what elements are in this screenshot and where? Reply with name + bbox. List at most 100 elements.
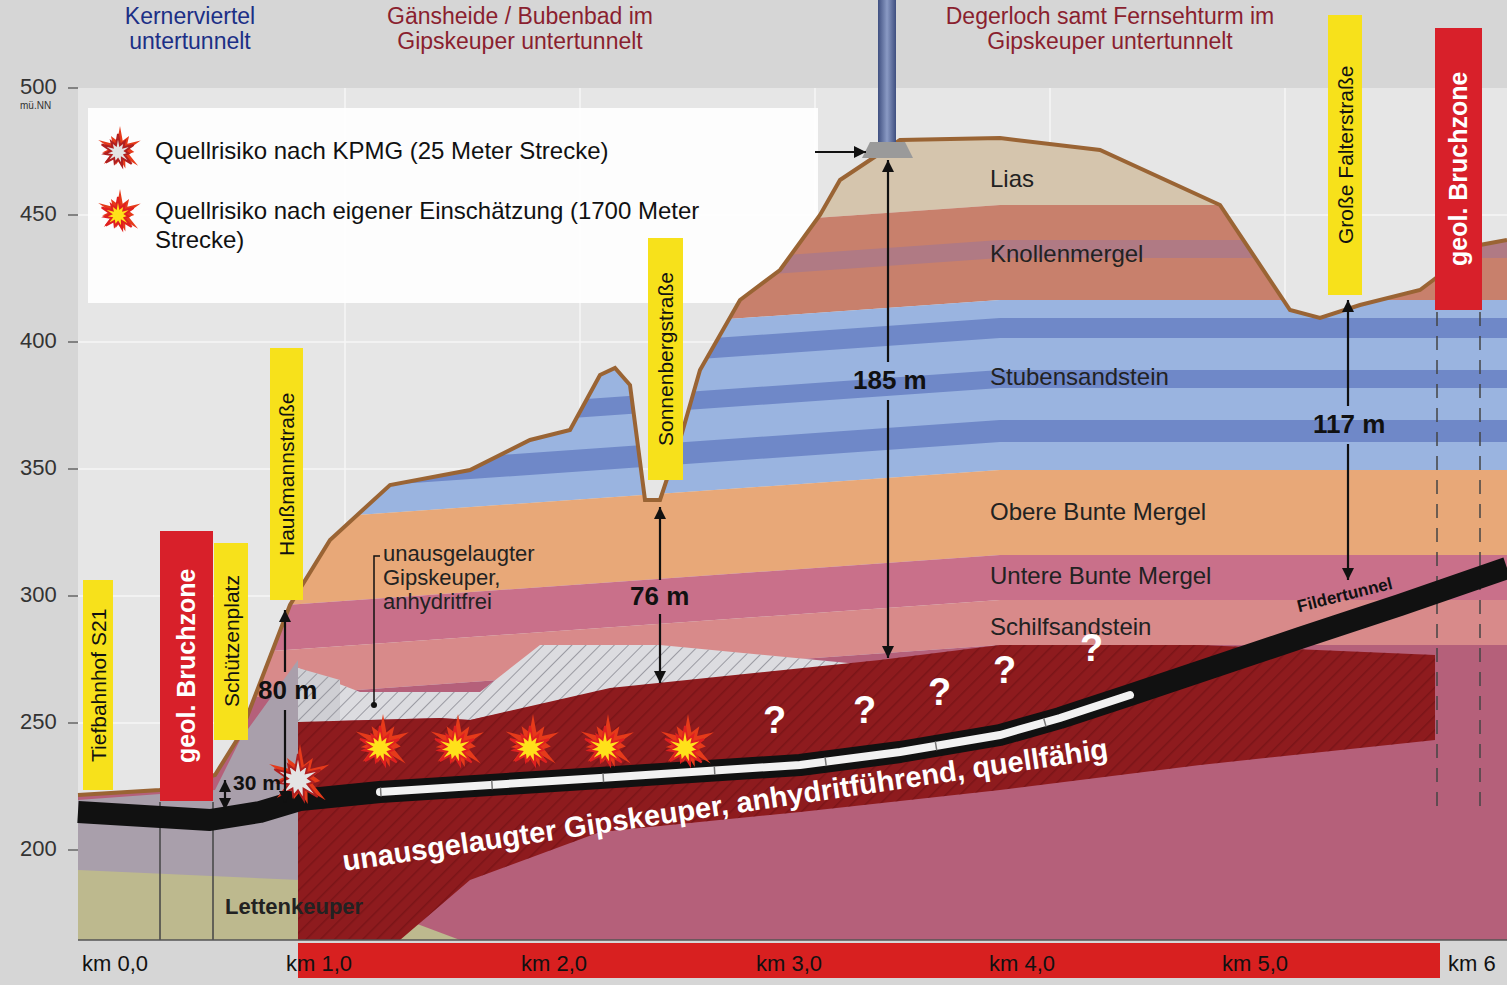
axis-ticks [68, 87, 78, 89]
dimension-value: 30 m [233, 771, 281, 794]
swell-risk-burst [661, 714, 714, 767]
dimension-arrows [374, 556, 380, 703]
tv-tower [878, 0, 896, 142]
unknown-marker: ? [928, 672, 951, 714]
axis-ticks [68, 849, 78, 851]
dimension-arrows [659, 614, 661, 683]
swell-risk-star [665, 726, 704, 765]
x-axis [78, 939, 1507, 941]
km-mark: km 1,0 [286, 952, 352, 976]
axis-unit: mü.NN [20, 100, 51, 111]
node-text: Schützenplatz [221, 576, 242, 708]
fault-lines [1436, 312, 1438, 810]
axis-ticks [68, 468, 78, 470]
section-heading: Degerloch samt Fernsehturm im Gipskeuper… [895, 4, 1325, 55]
dimension-arrows [1347, 444, 1349, 580]
layer-name: Knollenmergel [990, 241, 1143, 267]
dimension-arrows [371, 702, 377, 708]
axis-value: 400 [20, 329, 57, 353]
legend-symbol [98, 189, 141, 231]
dimension-arrows [887, 160, 889, 362]
dimension-value: 185 m [853, 366, 927, 395]
legend-panel [88, 108, 818, 303]
layer-name: Schilfsandstein [990, 614, 1151, 640]
section-heading: Kernerviertel untertunnelt [95, 4, 285, 55]
km-mark: km 5,0 [1222, 952, 1288, 976]
legend-symbol [98, 126, 141, 168]
swell-risk-star [510, 726, 549, 765]
legend-text: Quellrisiko nach KPMG (25 Meter Strecke) [155, 137, 608, 166]
dimension-arrows [659, 507, 661, 580]
tunnel-extent-bar [298, 943, 1440, 978]
swell-risk-star [360, 726, 399, 765]
axis-value: 350 [20, 456, 57, 480]
street-marker: Große Falterstraße [1328, 15, 1362, 295]
legend-text: Quellrisiko nach eigener Einschätzung (1… [155, 197, 735, 255]
axis-ticks [68, 341, 78, 343]
km-mark: km 3,0 [756, 952, 822, 976]
layer-name: Obere Bunte Mergel [990, 499, 1206, 525]
unknown-marker: ? [993, 650, 1016, 692]
swell-risk-star [585, 726, 624, 765]
street-marker: Haußmannstraße [270, 348, 303, 600]
rock-layers [78, 0, 1507, 985]
dimension-value: 76 m [630, 582, 689, 611]
section-heading: Gänsheide / Bubenbad im Gipskeuper unter… [330, 4, 710, 55]
swell-risk-burst [356, 714, 409, 767]
dimension-arrows [225, 152, 1348, 810]
unknown-marker: ? [1080, 628, 1103, 670]
lias-layer [78, 0, 1507, 270]
dimension-arrows [1347, 300, 1349, 406]
km-mark: km 0,0 [82, 952, 148, 976]
node-text: Haußmannstraße [276, 392, 297, 555]
node-text: geol. Bruchzone [174, 569, 199, 763]
fault-zone-band: geol. Bruchzone [160, 531, 213, 801]
kpmg-risk-star [274, 754, 320, 800]
km-mark: km 4,0 [989, 952, 1055, 976]
node-text: Tiefbahnhof S21 [88, 608, 109, 761]
axis-ticks [68, 722, 78, 724]
axis-value: 300 [20, 583, 57, 607]
axis-ticks [68, 88, 78, 850]
zone-label: unausgelaugter Gipskeuper, anhydritfrei [383, 542, 568, 615]
legend-symbol [102, 197, 134, 229]
fault-lines [1479, 312, 1481, 810]
km-mark: km 6 [1448, 952, 1496, 976]
km-mark: km 2,0 [521, 952, 587, 976]
terrain-surface [78, 138, 1507, 795]
dimension-value: 117 m [1313, 410, 1385, 439]
fault-lines [160, 312, 1480, 940]
dimension-arrows [284, 710, 286, 803]
axis-ticks [68, 214, 78, 216]
dimension-arrows [284, 610, 286, 672]
node-text: geol. Bruchzone [1446, 72, 1471, 266]
swell-risk-star [435, 726, 474, 765]
layer-name: Stubensandstein [990, 364, 1169, 390]
dimension-arrows [887, 400, 889, 658]
unknown-marker: ? [853, 690, 876, 732]
layer-name: Lettenkeuper [225, 895, 363, 919]
swell-risk-burst [506, 714, 559, 767]
lower-zones [78, 645, 1435, 940]
dimension-arrows [224, 780, 226, 810]
node-text: Große Falterstraße [1335, 66, 1356, 245]
station-marker: Tiefbahnhof S21 [83, 580, 113, 790]
swell-risk-burst [431, 714, 484, 767]
axis-value: 250 [20, 710, 57, 734]
swell-risk-burst [581, 714, 634, 767]
axis-value: 200 [20, 837, 57, 861]
gipskeuper-layer [78, 645, 1507, 985]
layer-name: Untere Bunte Mergel [990, 563, 1211, 589]
unknown-marker: ? [763, 700, 786, 742]
dimension-arrows [815, 151, 866, 153]
legend-symbol [102, 134, 134, 166]
fault-zone-band: geol. Bruchzone [1435, 28, 1482, 310]
dimension-value: 80 m [258, 676, 317, 705]
axis-ticks [68, 595, 78, 597]
axis-value: 500 [20, 75, 57, 99]
axis-value: 450 [20, 202, 57, 226]
layer-name: Lias [990, 166, 1034, 192]
street-marker: Sonnenbergstraße [648, 238, 683, 480]
street-marker: Schützenplatz [214, 543, 248, 740]
